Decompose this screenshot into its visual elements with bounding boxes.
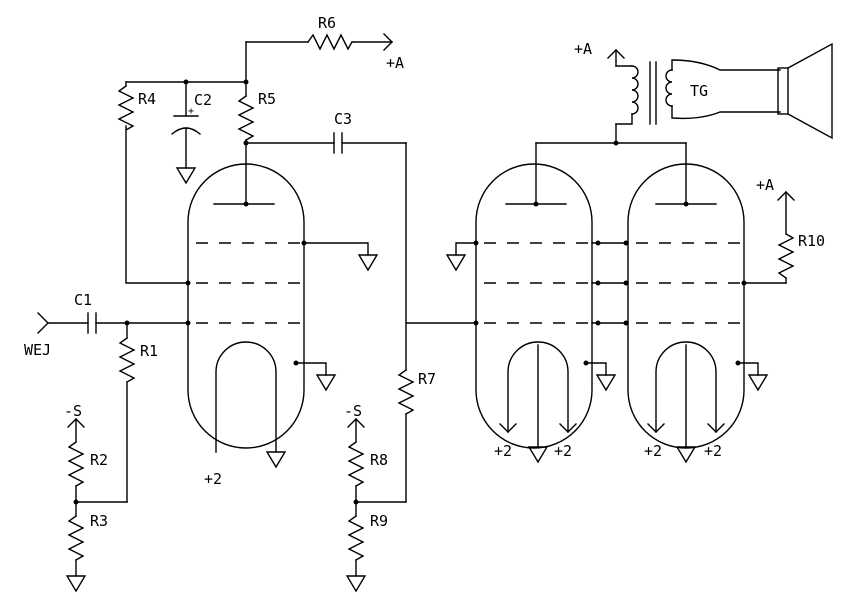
resistor-r6	[245, 33, 393, 51]
transformer-tg	[607, 49, 781, 125]
label-tg: TG	[690, 82, 708, 100]
label-r10: R10	[798, 232, 825, 250]
label-plus-2-t2a: +2	[494, 442, 512, 460]
resistor-r1	[75, 322, 136, 503]
label-r5: R5	[258, 90, 276, 108]
label-c3: C3	[334, 110, 352, 128]
label-plus-2-t2b: +2	[554, 442, 572, 460]
tube-1-envelope	[187, 163, 305, 449]
label-plus-a-r6: +A	[386, 54, 404, 72]
resistor-r7	[355, 369, 415, 503]
loudspeaker-icon	[777, 42, 833, 140]
label-r4: R4	[138, 90, 156, 108]
c2-polarity: +	[188, 106, 194, 117]
label-r1: R1	[140, 342, 158, 360]
label-minus-s-left: -S	[64, 402, 82, 420]
input-jack	[37, 312, 89, 334]
label-r9: R9	[370, 512, 388, 530]
capacitor-c1	[87, 312, 189, 334]
label-r6: R6	[318, 14, 336, 32]
resistor-r5	[237, 41, 255, 144]
tube-2-envelope	[475, 163, 593, 449]
label-plus-2-t3b: +2	[704, 442, 722, 460]
label-c1: C1	[74, 291, 92, 309]
label-c2: C2	[194, 91, 212, 109]
tube-3-envelope	[627, 163, 745, 449]
label-plus-2-t3a: +2	[644, 442, 662, 460]
label-plus-a-tg: +A	[574, 40, 592, 58]
label-plus-2-t1: +2	[204, 470, 222, 488]
label-plus-a-r10: +A	[756, 176, 774, 194]
label-r7: R7	[418, 370, 436, 388]
label-r2: R2	[90, 451, 108, 469]
capacitor-c3	[245, 132, 407, 371]
bias-supply-right	[345, 418, 367, 593]
resistor-r10	[743, 191, 795, 284]
bias-supply-left	[65, 418, 87, 593]
input-label: WEJ	[24, 341, 51, 359]
capacitor-c2	[171, 81, 201, 185]
label-r8: R8	[370, 451, 388, 469]
label-minus-s-right: -S	[344, 402, 362, 420]
label-r3: R3	[90, 512, 108, 530]
